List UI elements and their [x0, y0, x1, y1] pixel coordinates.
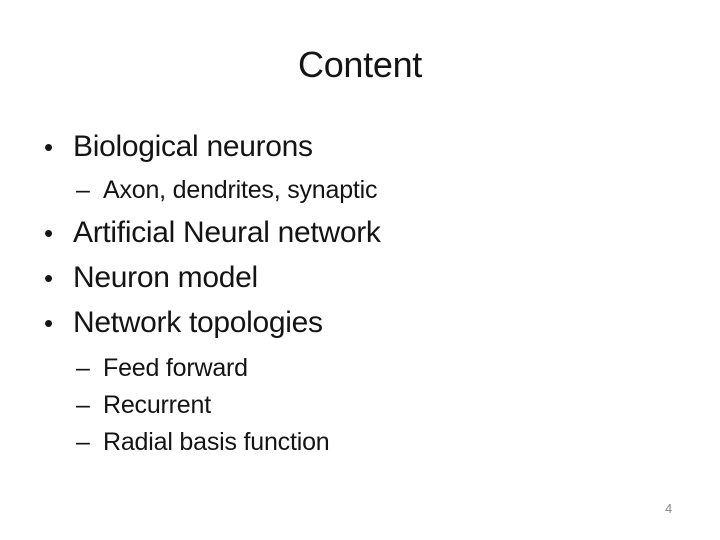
sub-bullet-item-label: Radial basis function — [103, 428, 330, 456]
bullet-item-label: Artificial Neural network — [73, 216, 381, 249]
bullet-item-label: Neuron model — [73, 261, 258, 294]
bullet-dot-icon: • — [44, 218, 53, 248]
bullet-dot-icon: • — [44, 308, 53, 338]
bullet-dot-icon: • — [44, 263, 53, 293]
dash-icon: – — [76, 354, 90, 382]
slide-title: Content — [298, 44, 422, 85]
dash-icon: – — [76, 428, 90, 456]
sub-bullet-item-label: Feed forward — [103, 354, 248, 382]
bullet-dot-icon: • — [44, 132, 53, 162]
dash-icon: – — [76, 176, 90, 204]
page-number: 4 — [665, 501, 673, 516]
sub-bullet-item-label: Axon, dendrites, synaptic — [103, 176, 378, 204]
dash-icon: – — [76, 391, 90, 419]
sub-bullet-item-label: Recurrent — [103, 391, 211, 419]
bullet-item-label: Network topologies — [73, 306, 323, 339]
bullet-item-label: Biological neurons — [73, 130, 313, 163]
